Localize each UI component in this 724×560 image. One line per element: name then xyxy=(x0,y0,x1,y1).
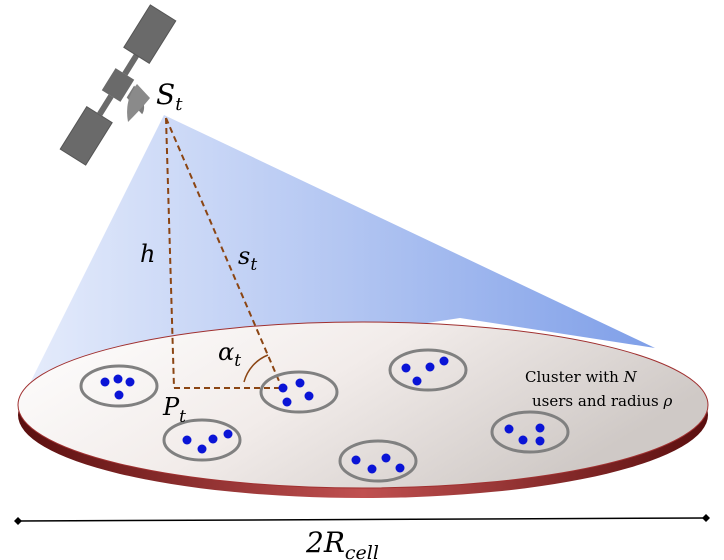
user-dot xyxy=(197,444,207,454)
user-dot xyxy=(282,397,292,407)
user-dot xyxy=(425,362,435,372)
cluster-ring xyxy=(162,418,242,462)
user-dot xyxy=(504,424,514,434)
user-dot xyxy=(100,377,110,387)
slant-range-label: st xyxy=(238,242,257,275)
user-dot xyxy=(367,464,377,474)
user-dot xyxy=(182,435,192,445)
user-dot xyxy=(518,435,528,445)
user-dot xyxy=(114,390,124,400)
elevation-angle-label: αt xyxy=(218,338,241,371)
user-dot xyxy=(278,383,288,393)
user-dot xyxy=(351,455,361,465)
user-dot xyxy=(113,374,123,384)
user-dot xyxy=(535,436,545,446)
user-dot xyxy=(412,376,422,386)
height-label: h xyxy=(140,240,155,268)
cluster-ring xyxy=(79,364,159,408)
users xyxy=(100,356,545,474)
cluster-ring xyxy=(259,370,339,414)
cluster-ring xyxy=(388,348,468,392)
height-line xyxy=(165,117,175,389)
user-clusters xyxy=(79,348,570,483)
width-endpoint-right xyxy=(702,514,710,522)
cluster-ring xyxy=(490,410,570,454)
user-dot xyxy=(208,434,218,444)
geometry-lines xyxy=(165,117,283,389)
slant-range-line xyxy=(165,117,283,389)
beam-cone xyxy=(30,115,655,383)
user-dot xyxy=(535,423,545,433)
angle-arc xyxy=(243,354,269,383)
user-dot xyxy=(125,377,135,387)
cluster-note-line2: users and radius ρ xyxy=(532,392,672,410)
user-dot xyxy=(223,429,233,439)
user-dot xyxy=(304,391,314,401)
cluster-ring xyxy=(338,439,418,483)
user-dot xyxy=(395,463,405,473)
user-dot xyxy=(439,356,449,366)
satellite-label: St xyxy=(156,78,183,115)
width-dimension-line xyxy=(17,517,707,522)
cluster-note-line1: Cluster with N xyxy=(525,368,638,386)
user-dot xyxy=(401,363,411,373)
user-dot xyxy=(295,378,305,388)
width-label: 2Rcell xyxy=(305,526,379,560)
satellite-dish xyxy=(127,84,150,122)
user-dot xyxy=(381,453,391,463)
cell-disk xyxy=(17,321,709,489)
width-endpoint-left xyxy=(14,517,22,525)
ground-point-label: Pt xyxy=(162,393,186,427)
